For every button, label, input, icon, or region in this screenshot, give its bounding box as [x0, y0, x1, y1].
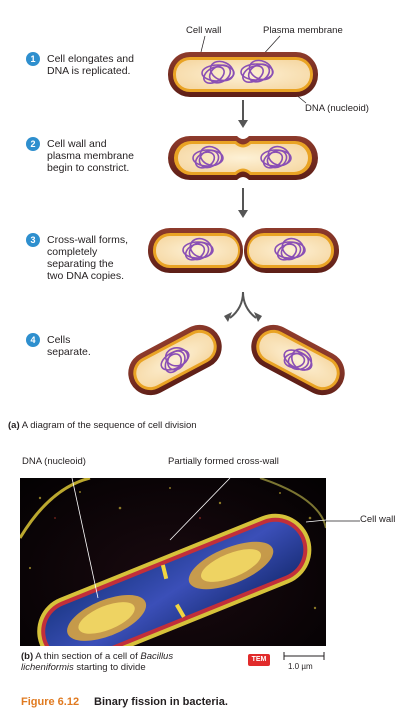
cell-division-diagram [128, 35, 345, 396]
caption-b-text2: starting to divide [73, 662, 146, 673]
step-3-text: Cross-wall forms, completely separating … [47, 234, 129, 282]
caption-b: (b) A thin section of a cell of Bacillus… [21, 651, 173, 673]
plasma-membrane-label: Plasma membrane [263, 25, 343, 36]
arrow-2 [238, 188, 248, 218]
scale-bar [283, 652, 325, 660]
dna-nucleoid-label: DNA (nucleoid) [305, 103, 369, 114]
cell-stage-4-left [128, 324, 222, 396]
caption-a: (a) A diagram of the sequence of cell di… [8, 420, 197, 431]
micrograph-dna-label: DNA (nucleoid) [22, 456, 86, 467]
step-1-number: 1 [26, 52, 40, 66]
caption-b-text1: A thin section of a cell of [33, 651, 141, 662]
micrograph-cell [37, 513, 312, 668]
micro-dna-leader [71, 478, 99, 599]
cellwall-leader-ext [326, 520, 360, 522]
caption-a-text: A diagram of the sequence of cell divisi… [19, 420, 197, 431]
cell-stage-2 [168, 136, 318, 180]
tem-badge: TEM [248, 654, 270, 666]
arrow-split-left-head [224, 312, 232, 322]
cell-wall-leader [200, 35, 206, 53]
figure-number: Figure 6.12 [21, 696, 80, 708]
step-1-text: Cell elongates and DNA is replicated. [47, 53, 134, 77]
micro-crosswall-leader [169, 478, 231, 541]
caption-b-species2: licheniformis [21, 662, 74, 673]
micrograph-cellwall-label: Cell wall [360, 514, 396, 525]
arrow-1 [238, 100, 248, 128]
tem-micrograph [20, 478, 326, 678]
micro-cellwall-leader [305, 519, 326, 523]
step-4-text: Cells separate. [47, 334, 91, 358]
figure-title: Binary fission in bacteria. [94, 696, 228, 708]
arrow-split [229, 291, 257, 319]
caption-b-species1: Bacillus [140, 651, 174, 662]
arrow-split-right-head [254, 312, 262, 322]
scale-bar-label: 1.0 µm [288, 662, 313, 671]
cell-stage-4-right [251, 324, 345, 396]
caption-a-letter: (a) [8, 420, 20, 431]
caption-b-bg [20, 646, 326, 678]
cell-wall-label: Cell wall [186, 25, 222, 36]
step-3-number: 3 [26, 233, 40, 247]
caption-b-letter: (b) [21, 651, 34, 662]
cell-stage-3 [148, 228, 339, 273]
step-2-number: 2 [26, 137, 40, 151]
micrograph-crosswall-label: Partially formed cross-wall [168, 456, 279, 467]
cell-stage-1 [168, 52, 318, 97]
step-4-number: 4 [26, 333, 40, 347]
step-2-text: Cell wall and plasma membrane begin to c… [47, 138, 134, 174]
